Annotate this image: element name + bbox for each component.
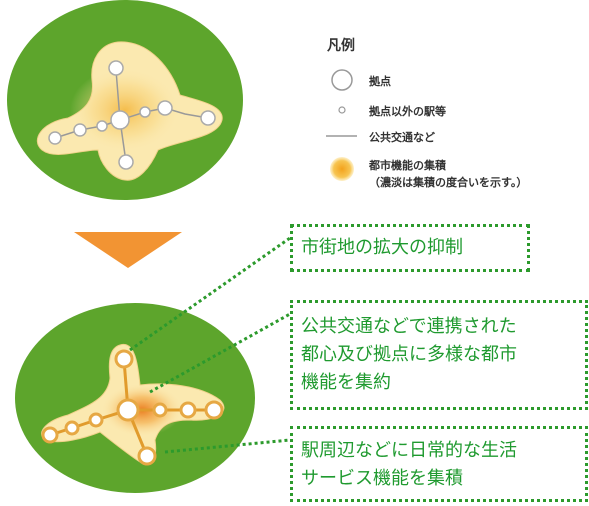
legend-label-station: 拠点以外の駅等 [369, 105, 446, 118]
callout-3-line-2: サービス機能を集積 [301, 468, 463, 489]
legend-note-cluster: （濃淡は集積の度合いを示す。） [369, 176, 528, 189]
callout-2-line-3: 機能を集約 [301, 372, 391, 393]
legend-label-transit: 公共交通など [369, 131, 435, 144]
callout-leaders [129, 236, 291, 454]
callout-station-services: 駅周辺などに日常的な生活 サービス機能を集積 [290, 426, 588, 502]
legend-label-cluster: 都市機能の集積 [369, 159, 446, 172]
callout-suppress-expansion: 市街地の拡大の抑制 [290, 224, 530, 272]
current-structure-diagram [7, 0, 243, 200]
callout-concentrate-functions: 公共交通などで連携された 都心及び拠点に多様な都市 機能を集約 [290, 300, 588, 410]
stations-top [48, 60, 216, 170]
callout-2-line-2: 都心及び拠点に多様な都市 [301, 344, 517, 365]
target-structure-diagram [15, 303, 255, 493]
legend-icons [326, 69, 357, 181]
hub-circle-icon [331, 69, 353, 91]
callout-2-line-1: 公共交通などで連携された [301, 316, 517, 337]
legend-title: 凡例 [327, 38, 355, 54]
callout-3-line-1: 駅周辺などに日常的な生活 [301, 440, 517, 461]
legend-label-hub: 拠点 [369, 75, 391, 88]
function-cluster-icon [330, 157, 354, 181]
stations-bottom [41, 349, 224, 466]
down-arrow-icon [74, 232, 182, 268]
station-dot-icon [338, 106, 346, 114]
callout-1-line-1: 市街地の拡大の抑制 [301, 237, 463, 258]
function-cluster-top [70, 68, 180, 152]
